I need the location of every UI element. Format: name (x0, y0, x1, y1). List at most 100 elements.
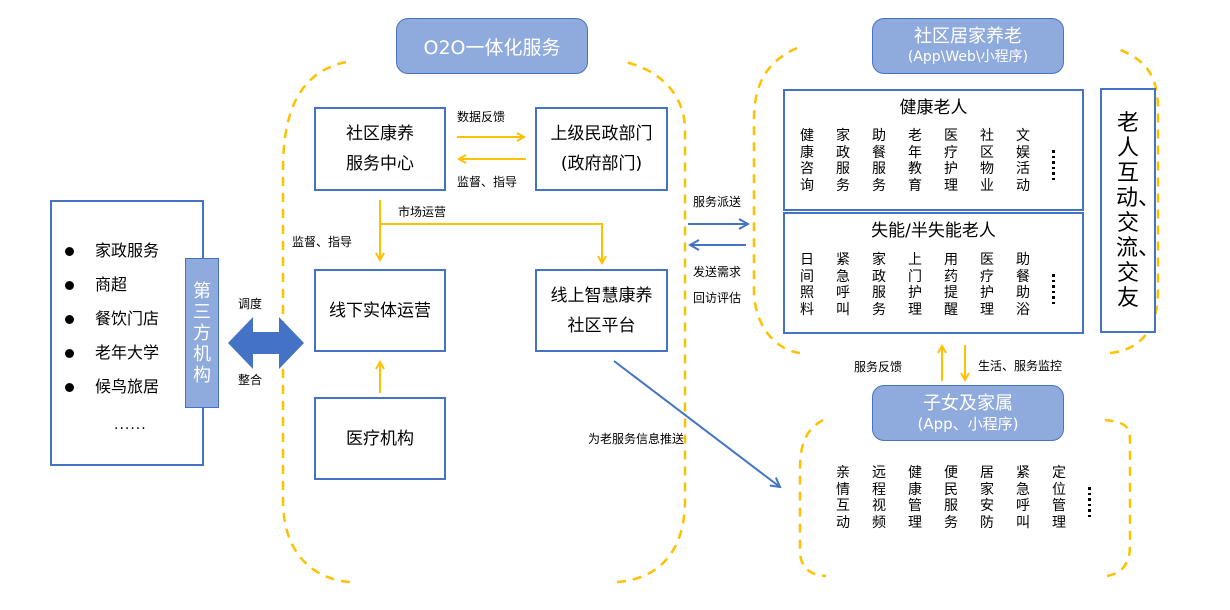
bullet-icon (65, 382, 74, 392)
ellipsis-dot (1088, 498, 1091, 501)
label-dispatch-schedule: 调度 (238, 297, 263, 311)
ellipsis-dot (1052, 155, 1055, 158)
service-char: 上 (908, 252, 922, 268)
service-char: 门 (908, 268, 922, 285)
bullet-icon (65, 246, 74, 256)
service-char: 呼 (1016, 498, 1030, 514)
label-revisit-eval: 回访评估 (693, 291, 742, 305)
ellipsis-dot (1052, 279, 1055, 282)
service-column: 用药提醒 (944, 252, 980, 318)
service-char: 疗 (980, 268, 994, 285)
ellipsis-dot (1052, 166, 1055, 169)
service-char: 询 (800, 177, 814, 194)
service-char: 叫 (1016, 514, 1030, 531)
service-char: 社 (980, 128, 994, 144)
service-char: 理 (908, 301, 922, 318)
ellipsis-dot (1052, 274, 1055, 277)
label-market-ops: 市场运营 (398, 205, 447, 219)
list-item: 餐饮门店 (52, 302, 202, 336)
service-char: 医 (944, 128, 958, 144)
service-column: 医疗护理 (944, 128, 980, 194)
more-ellipsis-icon (1052, 146, 1055, 194)
service-column: 紧急呼叫 (1016, 465, 1052, 531)
service-char: 理 (980, 301, 994, 318)
arrow-market-ops (381, 223, 602, 263)
service-char: 疗 (944, 144, 958, 161)
service-column: 远程视频 (872, 465, 908, 531)
ellipsis-dot (1052, 296, 1055, 299)
service-char: 健 (908, 465, 922, 481)
label-supervise-guide-left: 监督、指导 (292, 235, 353, 249)
label-data-feedback: 数据反馈 (457, 110, 506, 124)
service-column: 居家安防 (980, 465, 1016, 531)
service-char: 政 (872, 268, 886, 285)
service-char: 叫 (836, 301, 850, 318)
more-ellipsis-icon (1088, 483, 1091, 531)
service-char: 服 (944, 498, 958, 514)
ellipsis-dot (1052, 290, 1055, 293)
label-life-monitor: 生活、服务监控 (978, 359, 1063, 373)
label-info-push: 为老服务信息推送 (588, 432, 685, 446)
service-char: 提 (944, 285, 958, 301)
service-char: 康 (908, 481, 922, 498)
service-char: 务 (872, 177, 886, 194)
healthy-elderly-box: 健康老人 健康咨询家政服务助餐服务老年教育医疗护理社区物业文娱活动 (783, 89, 1084, 211)
service-char: 急 (1016, 481, 1030, 498)
service-char: 日 (800, 252, 814, 268)
service-char: 护 (980, 285, 994, 301)
service-char: 年 (908, 144, 922, 161)
service-column: 亲情互动 (836, 465, 872, 531)
service-char: 互 (836, 498, 850, 514)
ellipsis-dot (1052, 150, 1055, 153)
service-column: 家政服务 (836, 128, 872, 194)
service-char: 动 (1016, 177, 1030, 194)
ellipsis-dot (1088, 509, 1091, 512)
service-column: 便民服务 (944, 465, 980, 531)
service-char: 居 (980, 465, 994, 481)
service-char: 护 (908, 285, 922, 301)
service-char: 育 (908, 177, 922, 194)
family-service-columns: 亲情互动远程视频健康管理便民服务居家安防紧急呼叫定位管理 (836, 465, 1091, 531)
bullet-icon (65, 348, 74, 358)
service-column: 助餐服务 (872, 128, 908, 194)
ellipsis-dot (1088, 492, 1091, 495)
o2o-title: O2O一体化服务 (396, 18, 588, 74)
service-char: 管 (908, 498, 922, 514)
service-char: 区 (980, 144, 994, 161)
disabled-elderly-box: 失能/半失能老人 日间照料紧急呼叫家政服务上门护理用药提醒医疗护理助餐助浴 (783, 212, 1084, 334)
integration-double-arrow (228, 317, 304, 369)
service-char: 教 (908, 161, 922, 177)
more-ellipsis-icon (1052, 270, 1055, 318)
healthy-elderly-title: 健康老人 (899, 98, 968, 118)
service-char: 务 (872, 301, 886, 318)
service-char: 理 (908, 514, 922, 531)
service-column: 紧急呼叫 (836, 252, 872, 318)
medical-institution-box: 医疗机构 (314, 397, 446, 480)
service-char: 医 (980, 252, 994, 268)
service-char: 护 (944, 161, 958, 177)
ellipsis-dot (1052, 177, 1055, 180)
service-char: 健 (800, 128, 814, 144)
elderly-interaction-box: 老人互动、交流、交友 (1100, 88, 1160, 333)
service-column: 日间照料 (800, 252, 836, 318)
service-char: 远 (872, 465, 886, 481)
service-char: 餐 (872, 144, 886, 161)
service-char: 浴 (1016, 301, 1030, 318)
list-item: 候鸟旅居 (52, 370, 202, 404)
ellipsis-dot (1088, 514, 1091, 517)
label-service-feedback: 服务反馈 (854, 360, 903, 374)
service-char: 安 (980, 498, 994, 514)
service-char: 理 (944, 177, 958, 194)
service-column: 老年教育 (908, 128, 944, 194)
service-column: 上门护理 (908, 252, 944, 318)
service-char: 家 (980, 481, 994, 498)
service-char: 醒 (944, 301, 958, 318)
service-char: 老 (908, 128, 922, 144)
home-care-title: 社区居家养老 (App\Web\小程序) (872, 18, 1064, 74)
ellipsis-dot (1052, 161, 1055, 164)
service-char: 位 (1052, 481, 1066, 498)
service-char: 物 (980, 161, 994, 177)
disabled-service-columns: 日间照料紧急呼叫家政服务上门护理用药提醒医疗护理助餐助浴 (800, 252, 1055, 318)
gov-department-box: 上级民政部门 (政府部门) (535, 107, 668, 191)
service-column: 家政服务 (872, 252, 908, 318)
